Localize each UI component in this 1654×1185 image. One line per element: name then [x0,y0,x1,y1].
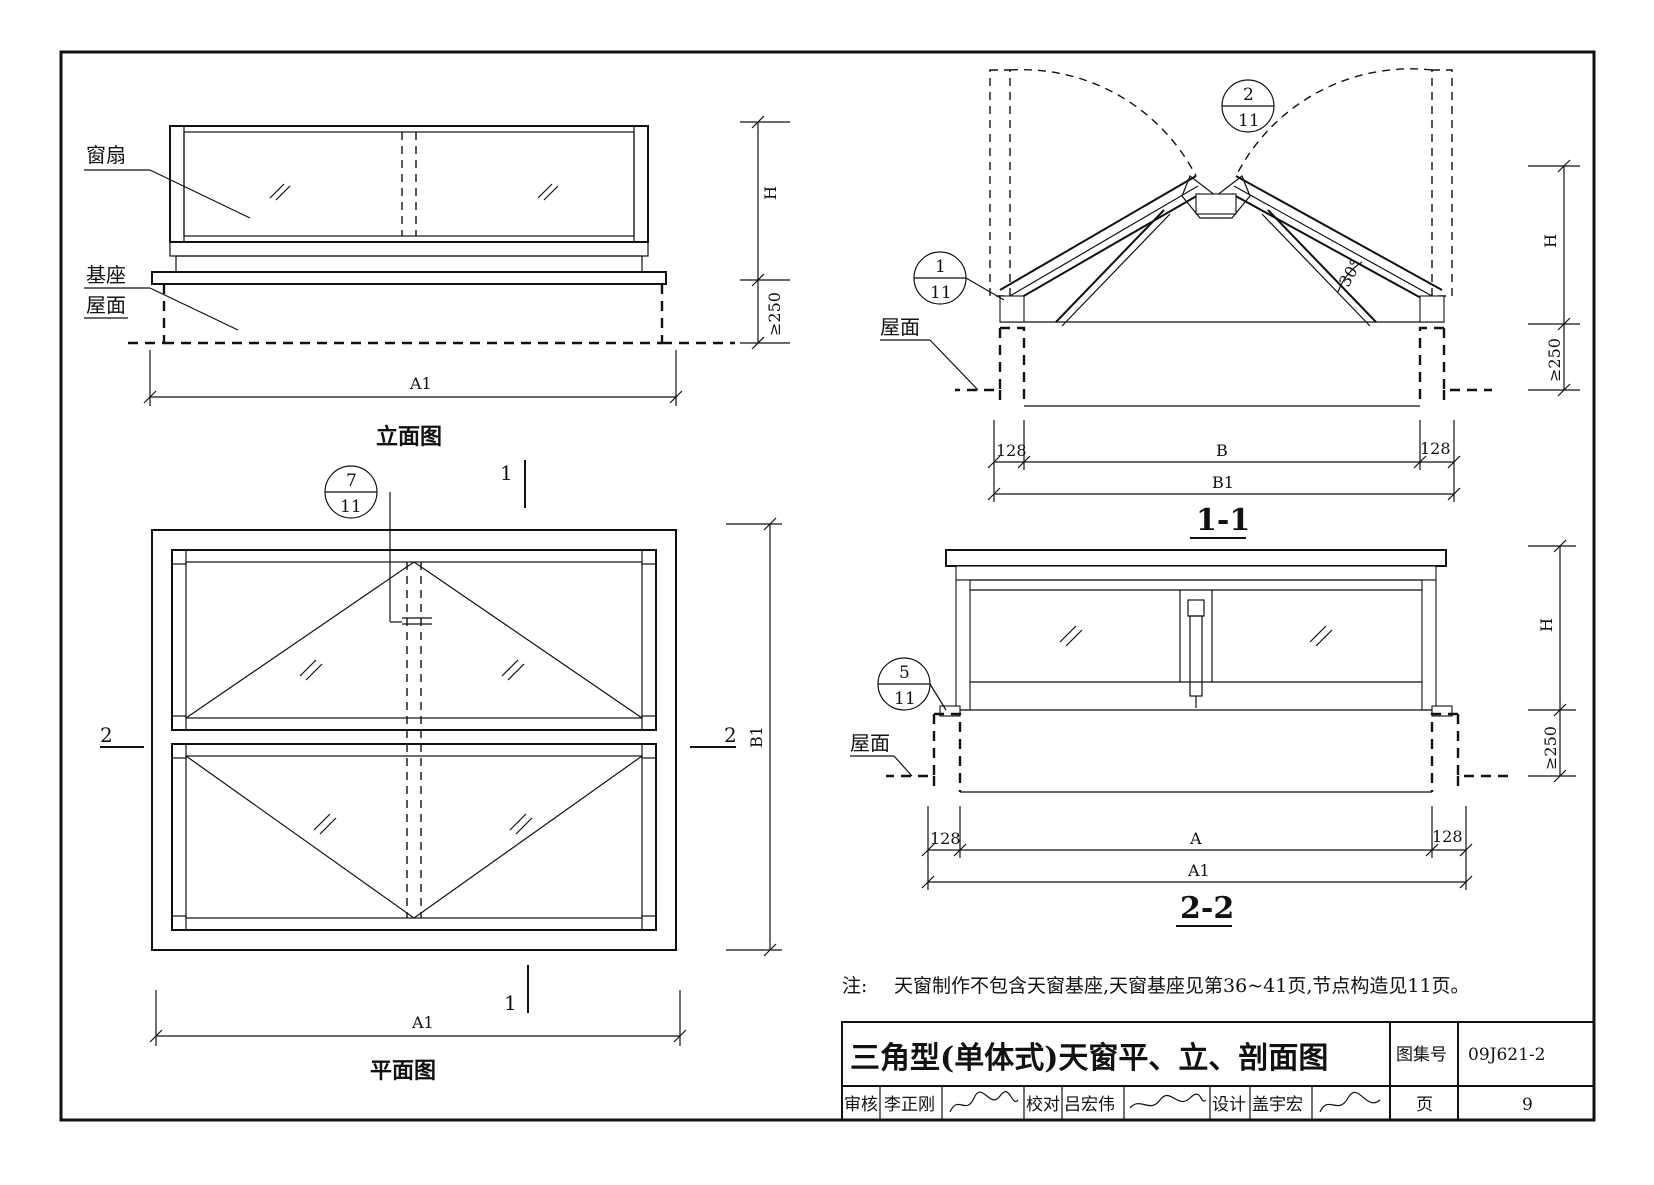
section1-dim-total: B1 [1212,473,1234,492]
section1-dim-mid: B [1216,441,1228,460]
review-label: 审核 [844,1095,878,1115]
cut1-top: 1 [500,461,513,485]
section2-dim-h: H [1537,618,1556,632]
design-signature [1319,1091,1381,1113]
cut2-left: 2 [100,723,113,747]
check-signature [1129,1093,1207,1109]
atlas-label: 图集号 [1396,1045,1447,1065]
sheet-border [59,50,1596,1122]
plan-ref-num: 7 [346,471,357,491]
section1-ref-left-page: 11 [930,283,952,303]
label-roof: 屋面 [86,293,126,317]
section2-title: 2-2 [1180,891,1234,926]
plan-ref-page: 11 [340,497,362,517]
check-label: 校对 [1026,1095,1060,1115]
section1-dim-right: 128 [1420,439,1451,458]
design-label: 设计 [1212,1095,1246,1115]
section2-ref-num: 5 [899,663,910,683]
section1-ref-left-num: 1 [935,257,946,277]
section2-roof: 屋面 [850,731,890,755]
section1-roof: 屋面 [880,315,920,339]
section1-dim-min: ≥250 [1545,338,1564,382]
dim-h: H [761,186,780,200]
section1-title: 1-1 [1196,503,1250,538]
atlas-no: 09J621-2 [1468,1045,1545,1065]
note-text: 天窗制作不包含天窗基座,天窗基座见第36~41页,节点构造见11页。 [894,975,1470,997]
section2-dim-min: ≥250 [1541,726,1560,770]
section1-dim-left: 128 [996,441,1027,460]
section2-ref-page: 11 [894,689,916,709]
note-prefix: 注: [842,975,867,997]
page-label: 页 [1416,1095,1433,1115]
dim-a1: A1 [409,374,432,393]
plan-dim-a1: A1 [411,1013,434,1032]
section1-dim-h: H [1541,234,1560,248]
cut1-bottom: 1 [504,991,517,1015]
section2-dim-right: 128 [1432,827,1463,846]
review-signature [949,1091,1019,1113]
section1-ref-top-num: 2 [1243,85,1254,105]
plan-dim-b1: B1 [747,726,766,748]
label-base: 基座 [86,263,126,287]
plan-view: 7 11 1 1 2 2 B1 A1 平面图 [100,460,782,1084]
section2-dim-mid: A [1189,829,1202,848]
elevation-title: 立面图 [376,424,442,450]
section-2-2-view: 屋面 5 11 H ≥250 128 A 128 A1 2-2 [850,539,1576,927]
review-name: 李正刚 [884,1095,935,1115]
plan-title: 平面图 [370,1058,436,1084]
elevation-view: 窗扇 基座 屋面 H ≥250 A1 立面图 [84,115,790,450]
label-sash: 窗扇 [86,143,126,167]
check-name: 吕宏伟 [1064,1095,1115,1115]
title-block: 三角型(单体式)天窗平、立、剖面图 图集号 09J621-2 审核 李正刚 校对… [841,1021,1595,1121]
section2-dim-total: A1 [1187,861,1210,880]
section1-ref-top-page: 11 [1238,111,1260,131]
section2-dim-left: 128 [930,829,961,848]
design-name: 盖宇宏 [1252,1095,1303,1115]
page-no: 9 [1522,1095,1533,1115]
dim-min: ≥250 [765,292,784,336]
cut2-right: 2 [724,723,737,747]
section-1-1-view: 30° 屋面 1 11 2 11 H ≥250 [880,68,1580,539]
drawing-title: 三角型(单体式)天窗平、立、剖面图 [850,1041,1328,1076]
